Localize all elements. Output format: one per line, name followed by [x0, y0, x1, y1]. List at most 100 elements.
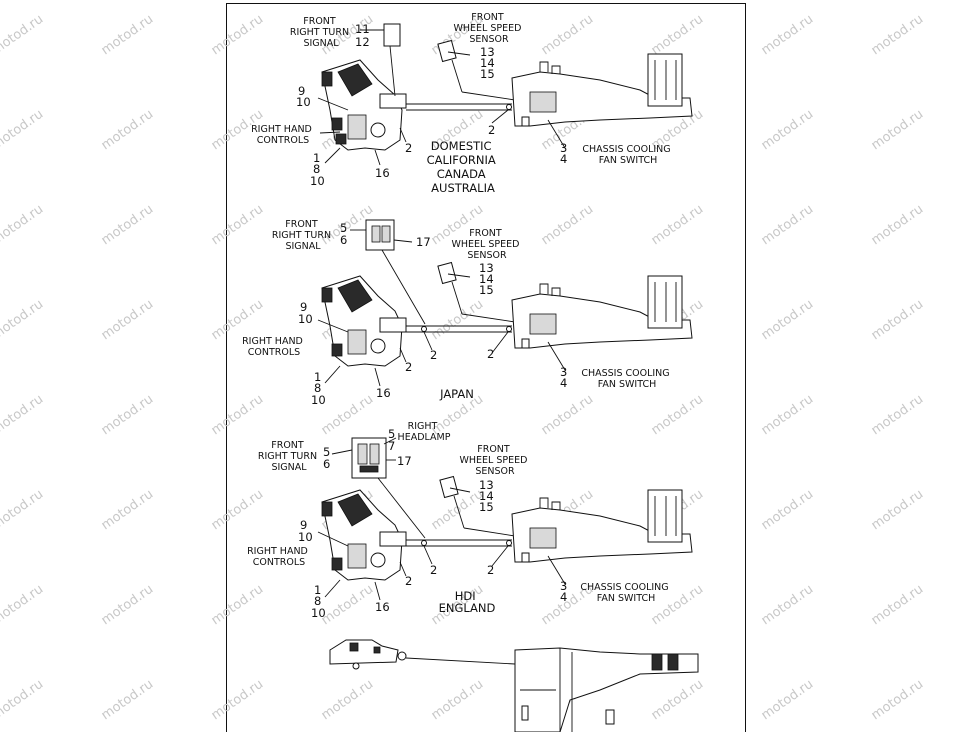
watermark-text: motod.ru	[0, 297, 46, 343]
watermark-text: motod.ru	[319, 677, 376, 723]
watermark-text: motod.ru	[869, 677, 926, 723]
wheel-speed-sensor-label: FRONT WHEEL SPEED SENSOR	[460, 444, 531, 477]
watermark-text: motod.ru	[759, 12, 816, 58]
wheel-speed-sensor-label: FRONT WHEEL SPEED SENSOR	[452, 228, 523, 261]
part-number: 2	[405, 141, 412, 155]
right-hand-controls-drawing	[321, 489, 407, 581]
watermark-text: motod.ru	[539, 202, 596, 248]
watermark-text: motod.ru	[99, 202, 156, 248]
part-number: 2	[488, 123, 495, 137]
watermark-text: motod.ru	[209, 202, 266, 248]
watermark-text: motod.ru	[99, 297, 156, 343]
region-label: JAPAN	[439, 387, 474, 401]
front-turn-signal-label: FRONT RIGHT TURN SIGNAL	[272, 219, 334, 252]
part-number: 16	[375, 600, 390, 614]
watermark-text: motod.ru	[539, 392, 596, 438]
watermark-text: motod.ru	[759, 107, 816, 153]
front-turn-signal-label: FRONT RIGHT TURN SIGNAL	[258, 440, 320, 473]
watermark-text: motod.ru	[0, 677, 46, 723]
diagram-frame	[226, 3, 746, 732]
part-number: 17	[416, 235, 431, 249]
watermark-text: motod.ru	[209, 582, 266, 628]
right-hand-controls-drawing	[321, 275, 407, 367]
right-hand-controls-label: RIGHT HAND CONTROLS	[242, 336, 306, 358]
watermark-text: motod.ru	[759, 297, 816, 343]
watermark-text: motod.ru	[869, 297, 926, 343]
fan-switch-label: CHASSIS COOLING FAN SWITCH	[580, 582, 671, 604]
watermark-text: motod.ru	[209, 487, 266, 533]
watermark-text: motod.ru	[429, 677, 486, 723]
watermark-text: motod.ru	[0, 582, 46, 628]
right-hand-controls-label: RIGHT HAND CONTROLS	[251, 124, 315, 146]
watermark-text: motod.ru	[869, 12, 926, 58]
wheel-speed-sensor-connector	[437, 39, 516, 101]
watermark-text: motod.ru	[0, 12, 46, 58]
watermark-text: motod.ru	[99, 487, 156, 533]
watermark-text: motod.ru	[869, 582, 926, 628]
watermark-text: motod.ru	[99, 107, 156, 153]
watermark-text: motod.ru	[759, 582, 816, 628]
watermark-text: motod.ru	[0, 392, 46, 438]
watermark-text: motod.ru	[209, 677, 266, 723]
part-number: 2	[430, 563, 437, 577]
part-number: 2	[405, 574, 412, 588]
watermark-text: motod.ru	[759, 677, 816, 723]
watermark-text: motod.ru	[319, 392, 376, 438]
wheel-speed-sensor-label: FRONT WHEEL SPEED SENSOR	[454, 12, 525, 45]
part-number: 16	[375, 166, 390, 180]
part-number: 2	[405, 360, 412, 374]
watermark-text: motod.ru	[99, 12, 156, 58]
watermark-text: motod.ru	[0, 487, 46, 533]
watermark-text: motod.ru	[209, 392, 266, 438]
part-number: 16	[376, 386, 391, 400]
watermark-text: motod.ru	[869, 202, 926, 248]
watermark-text: motod.ru	[0, 202, 46, 248]
fan-switch-label: CHASSIS COOLING FAN SWITCH	[581, 368, 672, 390]
fan-switch-label: CHASSIS COOLING FAN SWITCH	[582, 144, 673, 166]
right-hand-controls-drawing	[321, 59, 407, 151]
watermark-text: motod.ru	[99, 392, 156, 438]
watermark-text: motod.ru	[759, 392, 816, 438]
chassis-frame-drawing	[511, 53, 693, 127]
part-number: 2	[430, 348, 437, 362]
watermark-text: motod.ru	[319, 582, 376, 628]
watermark-text: motod.ru	[0, 107, 46, 153]
watermark-text: motod.ru	[209, 12, 266, 58]
watermark-text: motod.ru	[649, 392, 706, 438]
wheel-speed-sensor-connector	[439, 475, 516, 537]
watermark-text: motod.ru	[429, 297, 486, 343]
part-number: 17	[397, 454, 412, 468]
watermark-text: motod.ru	[649, 12, 706, 58]
main-harness	[406, 103, 512, 111]
wheel-speed-sensor-connector	[437, 261, 516, 323]
part-number: 2	[487, 347, 494, 361]
watermark-text: motod.ru	[759, 202, 816, 248]
watermark-text: motod.ru	[99, 582, 156, 628]
chassis-frame-drawing	[511, 275, 693, 349]
region-label: HDI ENGLAND	[439, 589, 496, 615]
watermark-text: motod.ru	[759, 487, 816, 533]
headlamp-turn-signal-connector	[351, 437, 387, 479]
watermark-text: motod.ru	[649, 202, 706, 248]
main-harness	[406, 539, 512, 547]
chassis-frame-drawing	[511, 489, 693, 563]
right-headlamp-label: RIGHT HEADLAMP	[398, 421, 451, 443]
region-label: DOMESTIC CALIFORNIA CANADA AUSTRALIA	[427, 139, 500, 195]
watermark-text: motod.ru	[869, 392, 926, 438]
watermark-text: motod.ru	[869, 107, 926, 153]
